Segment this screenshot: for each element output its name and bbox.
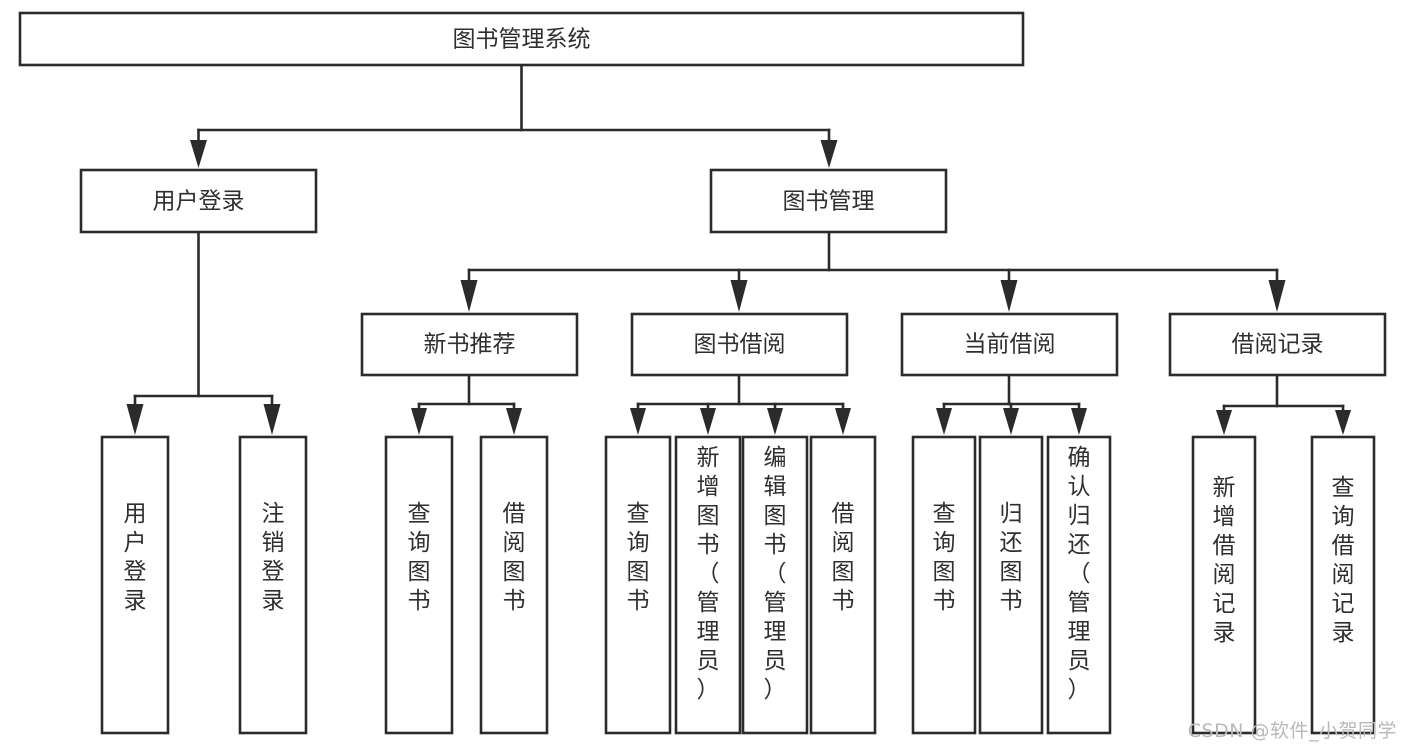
node-leaf-query-book-1-box[interactable] [384,435,454,735]
node-book-borrow-label: 图书借阅 [694,332,786,358]
node-leaf-add-book[interactable]: 新增图书（管理员） [674,435,742,735]
node-new-book-rec-box[interactable] [360,312,579,377]
node-borrow-record[interactable]: 借阅记录 [1168,312,1387,377]
node-leaf-query-book-2-label: 查询图书 [627,501,650,614]
node-leaf-confirm-return-label: 确认归还（管理员） [1068,445,1091,703]
node-root[interactable]: 图书管理系统 [18,11,1025,67]
node-leaf-query-record[interactable]: 查询借阅记录 [1310,435,1376,735]
node-new-book-rec-label: 新书推荐 [424,332,516,358]
node-current-borrow-box[interactable] [900,312,1119,377]
node-leaf-borrow-book-1[interactable]: 借阅图书 [479,435,549,735]
arrow-head-leaf-confirm-return [1071,408,1087,435]
node-user-login-box[interactable] [79,168,318,234]
node-leaf-query-book-1-label: 查询图书 [408,501,431,614]
node-leaf-return-book-box[interactable] [978,435,1044,735]
node-book-borrow-box[interactable] [630,312,849,377]
arrow-head-current-borrow [1000,280,1018,312]
node-leaf-confirm-return-box[interactable] [1046,435,1112,735]
node-book-manage-box[interactable] [709,168,948,234]
node-current-borrow-label: 当前借阅 [964,332,1056,358]
arrow-head-leaf-add-book [700,408,716,435]
node-leaf-query-record-label: 查询借阅记录 [1332,475,1355,646]
node-leaf-edit-book[interactable]: 编辑图书（管理员） [741,435,809,735]
node-leaf-return-book-label: 归还图书 [1000,501,1023,614]
node-leaf-query-book-3[interactable]: 查询图书 [911,435,977,735]
connector-new-book-rec-to-leaves [411,373,522,435]
arrow-head-leaf-logout [263,404,281,435]
node-leaf-logout[interactable]: 注销登录 [238,435,308,735]
node-book-manage[interactable]: 图书管理 [709,168,948,234]
node-user-login[interactable]: 用户登录 [79,168,318,234]
node-leaf-query-book-3-label: 查询图书 [933,501,956,614]
arrow-head-leaf-edit-book [767,408,783,435]
arrow-head-leaf-query-book-2 [630,408,646,435]
node-leaf-add-record[interactable]: 新增借阅记录 [1191,435,1257,735]
node-borrow-record-box[interactable] [1168,312,1387,377]
arrow-head-leaf-query-record [1335,410,1351,435]
arrow-head-leaf-borrow-book-2 [835,408,851,435]
arrow-head-leaf-query-book-3 [936,408,952,435]
node-leaf-logout-label: 注销登录 [262,501,285,614]
arrow-head-leaf-return-book [1003,408,1019,435]
arrow-head-book-manage [820,140,838,168]
csdn-watermark: CSDN @软件_小贺同学 [1187,720,1397,742]
node-leaf-borrow-book-2[interactable]: 借阅图书 [809,435,877,735]
node-book-manage-label: 图书管理 [783,189,875,215]
node-leaf-logout-box[interactable] [238,435,308,735]
node-leaf-query-book-2[interactable]: 查询图书 [604,435,672,735]
node-current-borrow[interactable]: 当前借阅 [900,312,1119,377]
node-leaf-add-record-label: 新增借阅记录 [1213,475,1236,646]
node-leaf-query-book-2-box[interactable] [604,435,672,735]
connector-root-to-level2 [190,63,838,168]
node-book-borrow[interactable]: 图书借阅 [630,312,849,377]
node-leaf-confirm-return[interactable]: 确认归还（管理员） [1046,435,1112,735]
node-leaf-edit-book-box[interactable] [741,435,809,735]
node-borrow-record-label: 借阅记录 [1232,332,1324,358]
node-root-label: 图书管理系统 [453,27,591,53]
connector-borrow-record-to-leaves [1216,373,1351,435]
node-leaf-add-book-box[interactable] [674,435,742,735]
node-leaf-add-record-box[interactable] [1191,435,1257,735]
node-leaf-add-book-label: 新增图书（管理员） [697,445,720,703]
arrow-head-book-borrow [730,280,748,312]
arrow-head-leaf-add-record [1216,410,1232,435]
node-leaf-edit-book-label: 编辑图书（管理员） [764,445,787,703]
arrow-head-user-login [190,140,207,168]
arrow-head-borrow-record [1268,280,1286,312]
arrow-head-new-book-rec [460,280,478,312]
node-leaf-query-book-1[interactable]: 查询图书 [384,435,454,735]
node-new-book-rec[interactable]: 新书推荐 [360,312,579,377]
arrow-head-leaf-borrow-book-1 [506,408,522,435]
connector-book-manage-to-level3 [460,230,1286,312]
arrow-head-leaf-user-login [126,404,144,435]
node-leaf-borrow-book-1-label: 借阅图书 [503,501,526,614]
node-user-login-label: 用户登录 [153,189,245,215]
node-leaf-query-record-box[interactable] [1310,435,1376,735]
connector-current-borrow-to-leaves [936,373,1087,435]
node-leaf-user-login[interactable]: 用户登录 [100,435,170,735]
node-leaf-borrow-book-1-box[interactable] [479,435,549,735]
node-leaf-user-login-box[interactable] [100,435,170,735]
arrow-head-leaf-query-book-1 [411,408,427,435]
node-root-box[interactable] [18,11,1025,67]
node-leaf-query-book-3-box[interactable] [911,435,977,735]
node-leaf-borrow-book-2-label: 借阅图书 [832,501,855,614]
node-leaf-user-login-label: 用户登录 [124,501,147,614]
node-leaf-return-book[interactable]: 归还图书 [978,435,1044,735]
node-leaf-borrow-book-2-box[interactable] [809,435,877,735]
connector-book-borrow-to-leaves [630,373,851,435]
connector-user-login-to-leaves [126,230,281,435]
